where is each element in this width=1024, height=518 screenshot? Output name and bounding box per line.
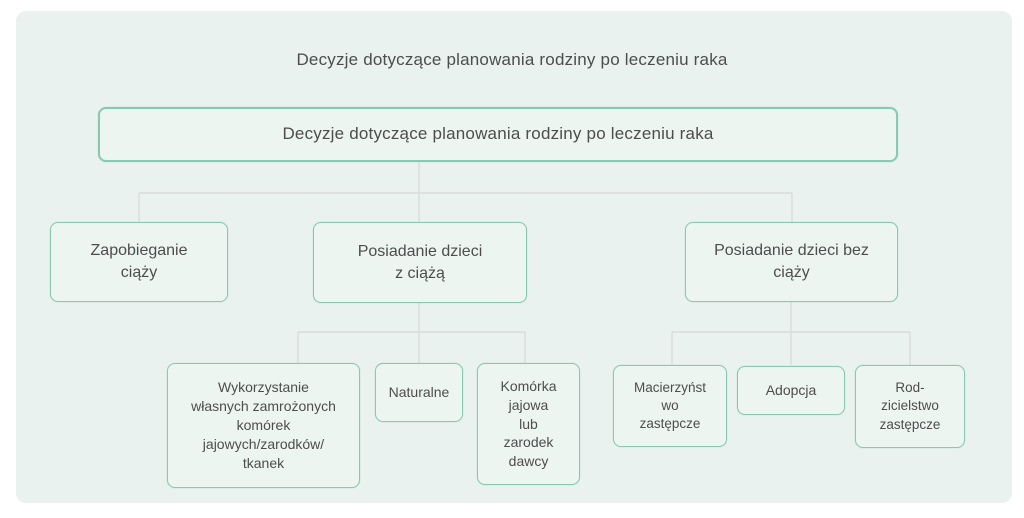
node-own-frozen-cells: Wykorzystanie własnych zamrożonych komór… [167,363,360,488]
node-children-without-pregnancy: Posiadanie dzieci bez ciąży [685,222,898,302]
node-prevent-pregnancy: Zapobieganie ciąży [50,222,228,302]
tree-connector-paths [138,162,911,366]
node-root: Decyzje dotyczące planowania rodziny po … [98,107,898,162]
node-surrogacy: Macierzyńst wo zastępcze [613,365,727,447]
node-natural: Naturalne [375,363,463,422]
diagram-title: Decyzje dotyczące planowania rodziny po … [296,50,728,69]
node-adoption: Adopcja [737,366,845,415]
node-children-with-pregnancy: Posiadanie dzieci z ciążą [313,222,527,303]
node-donor-egg-embryo: Komórka jajowa lub zarodek dawcy [477,363,580,485]
node-foster-parenting: Rod- zicielstwo zastępcze [855,365,965,448]
